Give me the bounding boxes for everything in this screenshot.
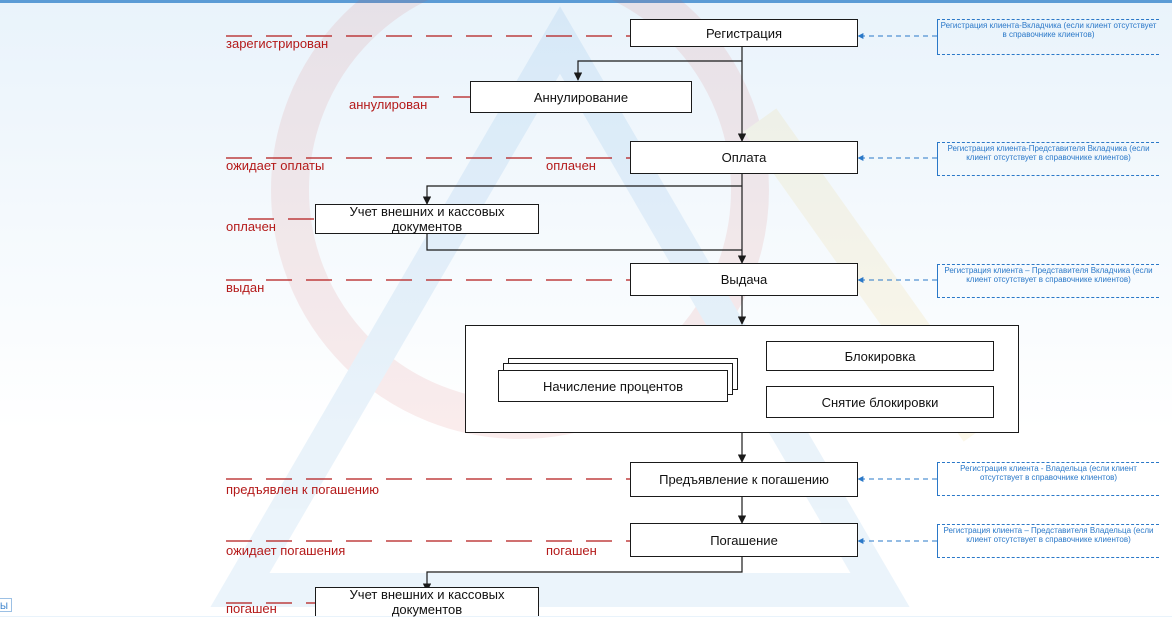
node-label: Учет внешних и кассовых документов (349, 587, 505, 617)
status-cancelled: аннулирован (349, 97, 428, 112)
status-presented: предъявлен к погашению (226, 482, 379, 497)
node-accounting-2: Учет внешних и кассовых документов (315, 587, 539, 617)
note-register-depositor: Регистрация клиента-Вкладчика (если клие… (937, 19, 1159, 55)
node-redemption: Погашение (630, 523, 858, 557)
node-label: Оплата (721, 150, 767, 165)
node-unblocking: Снятие блокировки (766, 386, 994, 418)
node-label: Учет внешних и кассовых документов (349, 204, 505, 234)
node-label: Регистрация (706, 25, 782, 41)
status-awaiting-payment: ожидает оплаты (226, 158, 325, 173)
top-accent-line (0, 0, 1172, 3)
node-cancellation: Аннулирование (470, 81, 692, 113)
status-issued: выдан (226, 280, 265, 295)
node-issue: Выдача (630, 263, 858, 296)
node-accounting-1: Учет внешних и кассовых документов (315, 204, 539, 234)
node-payment: Оплата (630, 141, 858, 174)
note-register-owner-representative: Регистрация клиента – Представителя Влад… (937, 524, 1159, 558)
node-interest: Начисление процентов (498, 370, 728, 402)
edge-tab[interactable]: Ы (0, 598, 12, 612)
status-paid: оплачен (546, 158, 596, 173)
note-register-depositor-representative: Регистрация клиента-Представителя Вкладч… (937, 142, 1159, 176)
node-label: Блокировка (844, 348, 916, 364)
node-label: Выдача (720, 272, 768, 287)
status-redeemed-accounting: погашен (226, 601, 277, 616)
node-label: Снятие блокировки (821, 394, 939, 410)
node-label: Погашение (710, 532, 778, 548)
status-redeemed: погашен (546, 543, 597, 558)
status-awaiting-redemption: ожидает погашения (226, 543, 346, 558)
node-presentation: Предъявление к погашению (630, 462, 858, 497)
node-label: Предъявление к погашению (659, 472, 829, 487)
node-blocking: Блокировка (766, 341, 994, 371)
note-register-depositor-representative-issue: Регистрация клиента – Представителя Вкла… (937, 264, 1159, 298)
status-registered: зарегистрирован (226, 36, 329, 51)
note-register-owner: Регистрация клиента - Владельца (если кл… (937, 462, 1159, 496)
node-registration: Регистрация (630, 19, 858, 47)
node-label: Начисление процентов (542, 378, 684, 394)
node-label: Аннулирование (533, 89, 629, 105)
status-paid-accounting: оплачен (226, 219, 276, 234)
